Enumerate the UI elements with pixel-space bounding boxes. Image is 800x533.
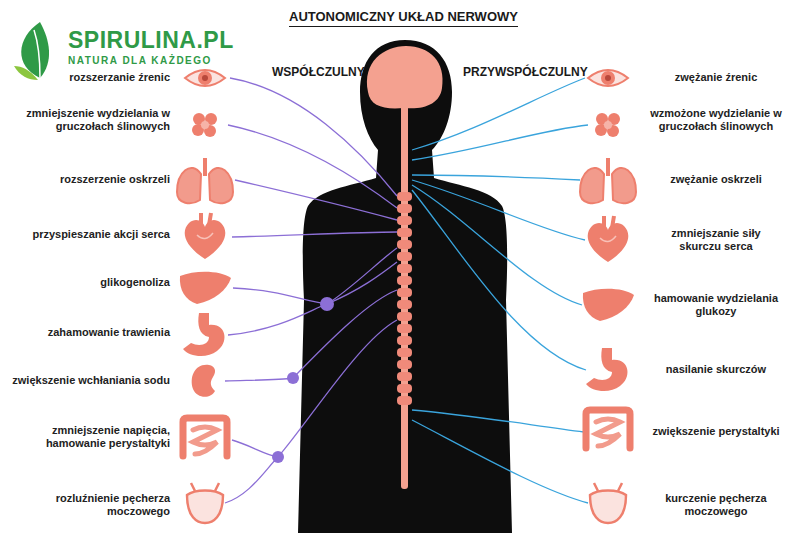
organ-effect: kurczenie pęcherza moczowego bbox=[641, 492, 791, 518]
organ-effect: hamowanie wydzielania glukozy bbox=[641, 292, 791, 318]
organ-effect: przyspieszanie akcji serca bbox=[10, 228, 170, 241]
organ-effect: nasilanie skurczów bbox=[641, 363, 791, 376]
organ-effect: zmniejszenie napięcia, hamowanie perysta… bbox=[10, 424, 170, 450]
column-heading: WSPÓŁCZULNY bbox=[272, 65, 365, 79]
organ-effect: zwężanie oskrzeli bbox=[641, 173, 791, 186]
column-heading: PRZYWSPÓŁCZULNY bbox=[463, 65, 588, 79]
organ-effect: zmniejszanie siły skurczu serca bbox=[651, 227, 781, 253]
organ-effect: zahamowanie trawienia bbox=[10, 326, 170, 339]
organ-effect: zwiększenie wchłaniania sodu bbox=[5, 374, 170, 387]
logo-name: SPIRULINA.PL bbox=[68, 27, 234, 55]
organ-effect: zwężanie źrenic bbox=[641, 71, 791, 84]
logo-tagline: NATURA DLA KAŻDEGO bbox=[68, 55, 212, 67]
organ-effect: wzmożone wydzielanie w gruczołach ślinow… bbox=[641, 107, 791, 133]
organ-effect: rozluźnienie pęcherza moczowego bbox=[10, 492, 170, 518]
organ-effect: glikogenoliza bbox=[10, 276, 170, 289]
organ-effect: zwiększenie perystaltyki bbox=[641, 425, 791, 438]
diagram-title: AUTONOMICZNY UKŁAD NERWOWY bbox=[289, 9, 518, 27]
organ-effect: zmniejszenie wydzielania w gruczołach śl… bbox=[10, 107, 170, 133]
organ-effect: rozszerzenie oskrzeli bbox=[10, 173, 170, 186]
organ-effect: rozszerzanie źrenic bbox=[10, 71, 170, 84]
